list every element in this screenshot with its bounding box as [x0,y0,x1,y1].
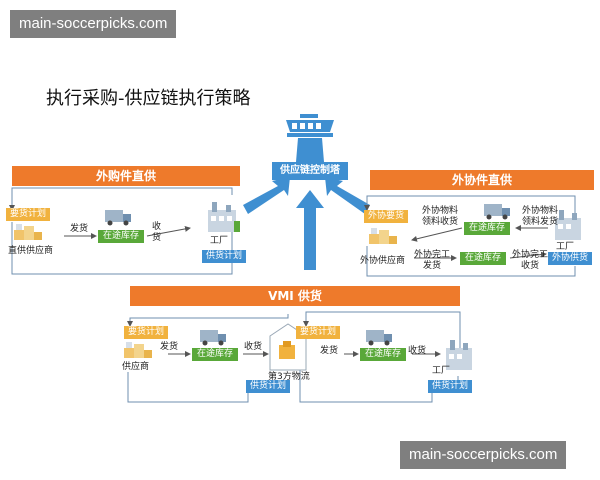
vmi-factory-label: 工厂 [432,366,451,376]
outsourcing-finish-receive-label: 外协完工收货 [511,250,548,271]
factory-icon [208,202,240,232]
vmi-demand-plan-left-box: 要货计划 [124,326,168,339]
outsourcing-factory-label: 工厂 [556,242,575,252]
direct-demand-plan-box: 要货计划 [6,208,50,221]
direct-ship-label: 发货 [70,224,89,234]
vmi-inventory-right-box: 在途库存 [360,348,406,361]
vmi-demand-plan-right-box: 要货计划 [296,326,340,339]
outsourcing-material-receive-label: 外协物料领料收货 [421,206,458,227]
control-tower-icon [286,114,334,162]
supplier-boxes-icon [124,342,152,358]
truck-icon [366,330,392,346]
control-tower-label: 供应链控制塔 [272,162,348,180]
arrow-up-to-tower-icon [296,190,324,270]
truck-icon [200,330,226,346]
vmi-supply-plan-left-box: 供货计划 [246,380,290,393]
direct-supply-plan-box: 供货计划 [202,250,246,263]
truck-icon [105,210,131,226]
outsourcing-supply-plan-box: 外协供货 [548,252,592,265]
vmi-ship-left-label: 发货 [160,342,179,352]
vmi-receive-left-label: 收货 [244,342,263,352]
arrow-left-to-tower-icon [243,177,290,214]
vmi-supply-plan-right-box: 供货计划 [428,380,472,393]
banner-direct-supply: 外购件直供 [12,166,240,186]
direct-supplier-label: 直供供应商 [8,246,54,256]
arrow-right-to-tower-icon [325,177,370,214]
truck-icon [484,204,510,220]
vmi-ship-right-label: 发货 [320,346,339,356]
factory-icon [555,210,581,240]
direct-factory-label: 工厂 [210,236,229,246]
watermark-top: main-soccerpicks.com [10,10,177,38]
vmi-logistics-label: 第3方物流 [268,372,310,382]
vmi-supplier-label: 供应商 [122,362,150,372]
direct-inventory-box: 在途库存 [98,230,144,243]
outsourcing-supplier-label: 外协供应商 [360,256,406,266]
outsourcing-finish-ship-label: 外协完工发货 [413,250,450,271]
factory-icon [446,340,472,370]
outsourcing-inventory-top-box: 在途库存 [464,222,510,235]
supplier-boxes-icon [14,224,42,240]
banner-outsourcing-supply: 外协件直供 [370,170,594,190]
outsourcing-material-ship-label: 外协物料领料发货 [521,206,558,227]
outsourcing-demand-plan-box: 外协要货 [364,210,408,223]
vmi-inventory-left-box: 在途库存 [192,348,238,361]
supplier-boxes-icon [369,228,397,244]
direct-receive-label: 收货 [152,222,162,243]
banner-vmi-supply: VMI 供货 [130,286,460,306]
vmi-receive-right-label: 收货 [408,346,427,356]
page-title: 执行采购-供应链执行策略 [46,88,251,109]
watermark-bottom: main-soccerpicks.com [400,441,567,469]
outsourcing-inventory-bottom-box: 在途库存 [460,252,506,265]
